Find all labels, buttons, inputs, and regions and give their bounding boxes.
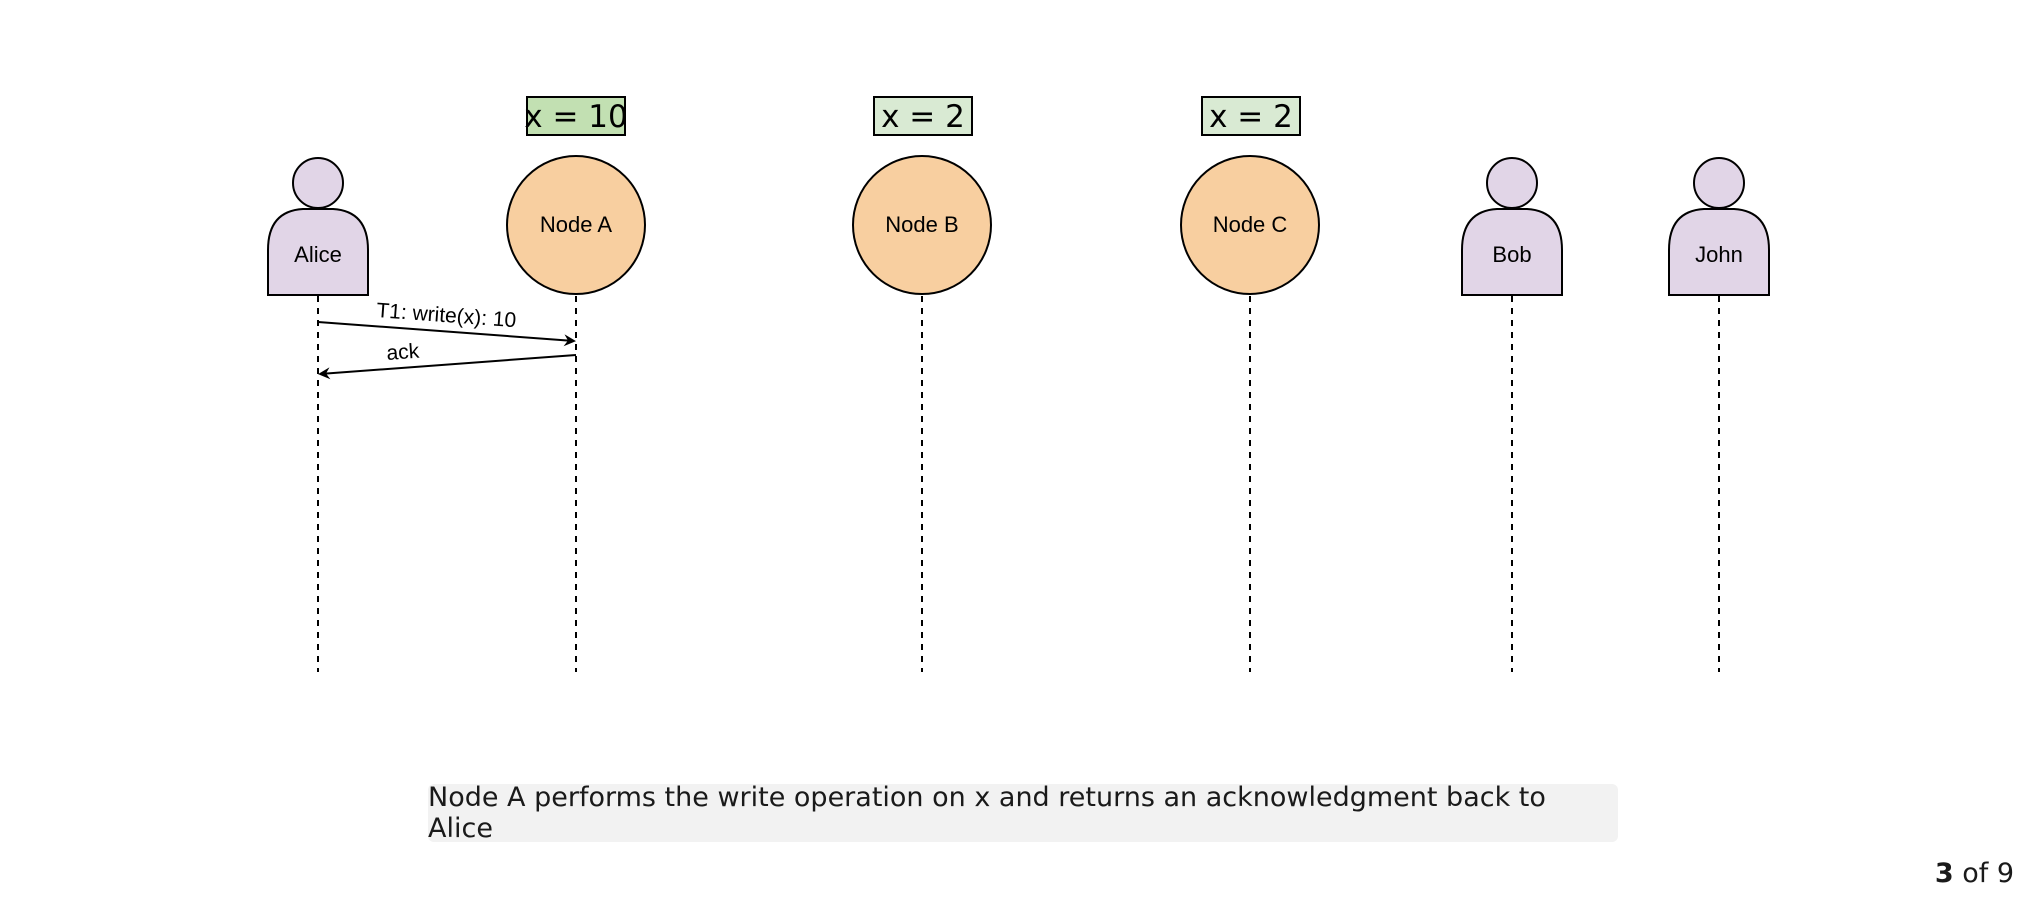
- actor-body: [267, 208, 369, 296]
- node-c: x = 2 Node C: [1180, 96, 1320, 295]
- node-circle: [506, 155, 646, 295]
- actor-john: John: [1668, 157, 1770, 296]
- value-label: x = 2: [1209, 99, 1293, 135]
- node-a: x = 10 Node A: [506, 96, 646, 295]
- node-circle: [852, 155, 992, 295]
- message-write: T1: write(x): 10: [317, 299, 576, 347]
- actor-head: [1693, 157, 1745, 209]
- slide-caption: Node A performs the write operation on x…: [428, 782, 1618, 844]
- slide-pager: 3 of 9: [1935, 858, 2014, 889]
- message-label: ack: [386, 340, 421, 365]
- actor-alice: Alice: [267, 157, 369, 296]
- node-b: x = 2 Node B: [852, 96, 992, 295]
- value-box: [1201, 96, 1301, 136]
- actor-body: [1668, 208, 1770, 296]
- value-box: [526, 96, 626, 136]
- value-label: x = 10: [524, 99, 627, 135]
- node-label: Node A: [540, 212, 612, 237]
- actor-body: [1461, 208, 1563, 296]
- actor-head: [1486, 157, 1538, 209]
- actor-head: [292, 157, 344, 209]
- pager-total: of 9: [1953, 858, 2014, 889]
- node-circle: [1180, 155, 1320, 295]
- value-label: x = 2: [881, 99, 965, 135]
- value-box: [873, 96, 973, 136]
- actor-label: Bob: [1492, 242, 1531, 267]
- message-arrow: [318, 354, 577, 380]
- message-ack: ack: [318, 340, 577, 380]
- actor-bob: Bob: [1461, 157, 1563, 296]
- node-label: Node C: [1213, 212, 1288, 237]
- pager-current: 3: [1934, 858, 1954, 889]
- actor-label: Alice: [294, 242, 342, 267]
- lifelines: [317, 296, 1720, 672]
- actor-label: John: [1695, 242, 1743, 267]
- node-label: Node B: [885, 212, 958, 237]
- message-arrow: [317, 321, 576, 347]
